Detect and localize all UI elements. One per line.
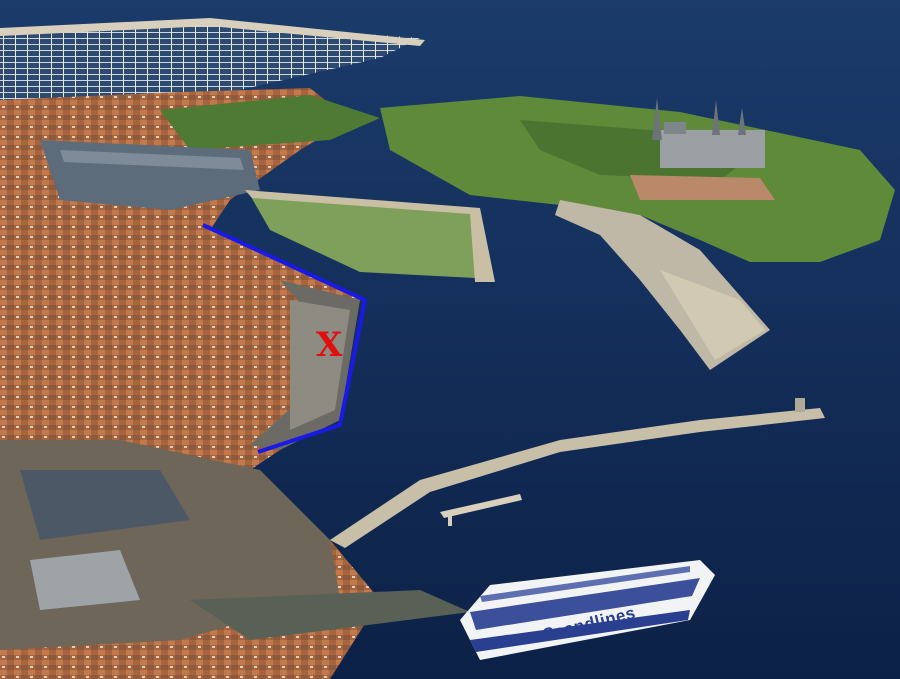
- marker-x-label: X: [316, 325, 343, 365]
- route-line: [202, 223, 368, 454]
- ferry-terminal: [190, 590, 470, 640]
- park: [160, 95, 380, 150]
- marina-breakwater: [0, 18, 425, 46]
- grass-quay: [250, 195, 475, 278]
- ferry-ship: [460, 560, 715, 660]
- castle: [660, 130, 765, 168]
- breakwater: [330, 408, 825, 548]
